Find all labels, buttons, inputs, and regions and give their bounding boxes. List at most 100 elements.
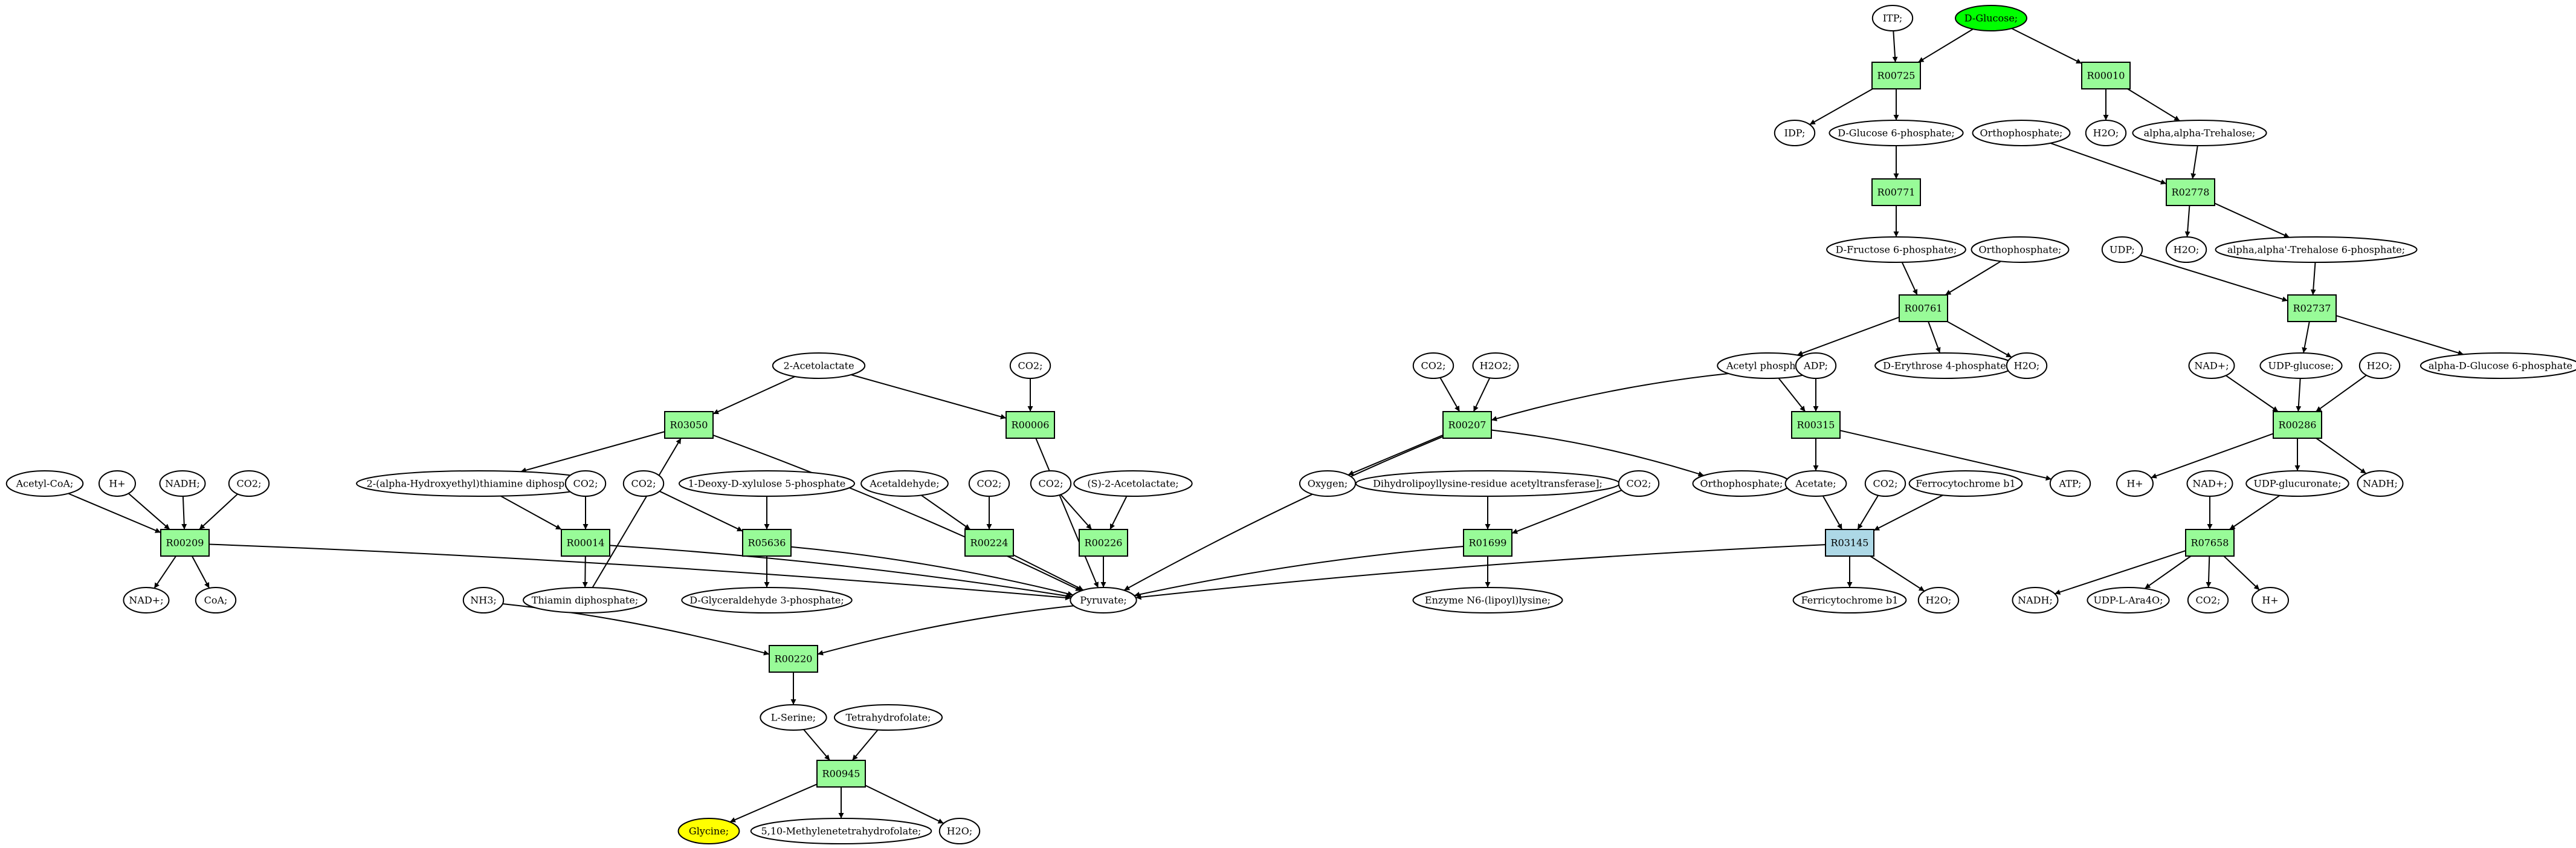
node-label: R03050 [670, 419, 708, 431]
node-label: CO2; [631, 478, 656, 490]
node-label: 1-Deoxy-D-xylulose 5-phosphate [688, 478, 845, 490]
edge-arrow [1917, 28, 1974, 63]
node-r05636: R05636 [742, 529, 792, 557]
node-label: H+ [2126, 478, 2143, 490]
metabolite-ellipse [2116, 470, 2154, 497]
node-co2-a: CO2; [228, 470, 270, 497]
node-udp-ara: UDP-L-Ara4O; [2087, 587, 2170, 613]
node-label: NADH; [2018, 595, 2053, 606]
edge-arrow [729, 783, 818, 823]
edge-arrow [2140, 254, 2288, 302]
reaction-box [816, 760, 866, 788]
node-hplus-b: H+ [2116, 470, 2154, 497]
metabolite-ellipse [2101, 236, 2143, 263]
node-acetaldehyde: Acetaldehyde; [860, 470, 949, 497]
node-label: Enzyme N6-(lipoyl)lysine; [1425, 595, 1551, 606]
edge-arrow [1511, 490, 1622, 534]
node-label: H2O; [947, 826, 973, 837]
node-label: CO2; [2196, 595, 2221, 606]
node-itp: ITP; [1871, 5, 1914, 31]
edge-arrow [1839, 430, 2052, 481]
metabolite-ellipse [2358, 352, 2401, 379]
node-thiamin: Thiamin diphosphate; [523, 587, 647, 613]
edge-arrow [1857, 495, 1879, 530]
reaction-box [769, 645, 818, 673]
node-nh3: NH3; [462, 587, 505, 613]
node-label: Acetyl-CoA; [16, 478, 74, 490]
node-r00771: R00771 [1871, 178, 1921, 206]
node-co2-r207: CO2; [1412, 352, 1454, 379]
node-label: Ferricytochrome b1 [1801, 595, 1899, 606]
node-label: L-Serine; [771, 712, 816, 723]
node-label: CO2; [1039, 478, 1064, 490]
metabolite-ellipse [860, 470, 949, 497]
node-label: NH3; [470, 595, 497, 606]
metabolite-ellipse [2049, 470, 2091, 497]
node-nad-a: NAD+; [123, 587, 170, 613]
metabolite-ellipse [195, 587, 237, 613]
node-label: R00725 [1877, 70, 1916, 82]
node-nadh-c: NADH; [2012, 587, 2059, 613]
edge-arrow [921, 494, 971, 530]
metabolite-ellipse [622, 470, 665, 497]
edge-arrow [1134, 546, 1464, 597]
node-label: Acetaldehyde; [869, 478, 939, 490]
node-h2o-c: H2O; [2006, 352, 2048, 379]
edge-arrow [1892, 30, 1898, 63]
node-label: H+ [109, 478, 125, 490]
node-label: R07658 [2191, 537, 2229, 549]
metabolite-ellipse [833, 704, 943, 731]
edge-arrow [1035, 438, 1099, 588]
metabolite-ellipse [968, 470, 1010, 497]
node-co2-e: CO2; [1030, 470, 1072, 497]
node-r00945: R00945 [816, 760, 866, 788]
node-pyruvate: Pyruvate; [1070, 587, 1137, 613]
node-label: H+ [2262, 595, 2278, 606]
reaction-box [664, 411, 714, 439]
edge-arrow [2011, 28, 2082, 64]
node-hetpp: 2-(alpha-Hydroxyethyl)thiamine diphospha… [356, 470, 600, 497]
edge-arrow [2144, 555, 2192, 589]
edge-arrow [2184, 205, 2190, 238]
node-r02737: R02737 [2287, 294, 2337, 322]
reaction-box [160, 529, 210, 557]
node-label: R01699 [1469, 537, 1507, 549]
metabolite-ellipse [1829, 120, 1964, 146]
node-label: R00014 [567, 537, 605, 549]
edge-arrow [2315, 374, 2367, 412]
node-s-acetolactate: (S)-2-Acetolactate; [1073, 470, 1193, 497]
edge-arrow [2206, 555, 2212, 588]
node-co2-r6: CO2; [1009, 352, 1051, 379]
node-a-d-g6p: alpha-D-Glucose 6-phosphate [2419, 352, 2576, 379]
node-co2-c: CO2; [622, 470, 665, 497]
node-dglucose: D-Glucose; [1955, 5, 2027, 31]
edge-arrow [851, 374, 1007, 419]
metabolite-ellipse [1826, 236, 1966, 263]
node-r00224: R00224 [964, 529, 1014, 557]
metabolite-ellipse [1972, 120, 2071, 146]
node-label: NAD+; [129, 595, 163, 606]
node-r00006: R00006 [1006, 411, 1055, 439]
node-label: CO2; [237, 478, 262, 490]
edge-arrow [2316, 438, 2367, 474]
metabolite-ellipse [2187, 587, 2229, 613]
edge-arrow [2190, 145, 2198, 180]
node-atp: ATP; [2049, 470, 2091, 497]
metabolite-ellipse [760, 704, 827, 731]
metabolite-ellipse [2188, 352, 2235, 379]
node-g3p: D-Glyceraldehyde 3-phosphate; [681, 587, 853, 613]
metabolite-ellipse [679, 470, 855, 497]
edge-arrow [1945, 261, 2001, 296]
edge-arrow [2226, 375, 2279, 412]
edge-layer [68, 28, 2464, 824]
node-r01699: R01699 [1463, 529, 1512, 557]
node-label: alpha,alpha-Trehalose; [2144, 128, 2256, 139]
metabolite-ellipse [2006, 352, 2048, 379]
node-label: D-Fructose 6-phosphate; [1836, 244, 1957, 256]
edge-arrow [68, 493, 161, 534]
metabolite-ellipse [677, 818, 740, 844]
node-dxp: 1-Deoxy-D-xylulose 5-phosphate [679, 470, 855, 497]
edge-arrow [865, 785, 944, 824]
node-label: NADH; [165, 478, 200, 490]
